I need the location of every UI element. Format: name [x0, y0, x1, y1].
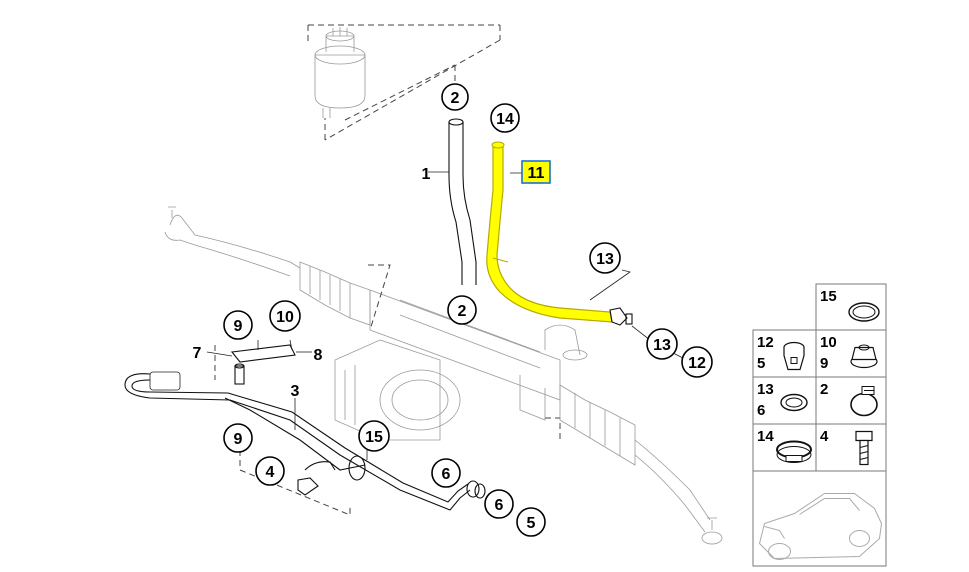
- callout-label: 1: [422, 166, 431, 183]
- callout-circle: [516, 507, 546, 537]
- callout-label: 9: [234, 431, 243, 448]
- legend-label: 13: [757, 381, 774, 398]
- callout-circle: [589, 242, 621, 274]
- callout-c12: 12: [681, 346, 713, 378]
- callout-label: 12: [688, 355, 706, 372]
- legend-label: 9: [820, 355, 828, 372]
- callout-label: 13: [596, 251, 614, 268]
- callout-circle: [223, 423, 253, 453]
- callout-circle: [484, 489, 514, 519]
- callout-c10: 10: [269, 300, 301, 332]
- legend-label: 15: [820, 288, 837, 305]
- legend-cell-l2: 2: [815, 376, 887, 425]
- callout-c1: 1: [422, 166, 431, 183]
- legend-cell-l4: 4: [815, 423, 887, 472]
- legend-label: 6: [757, 402, 765, 419]
- callout-c15: 15: [358, 420, 390, 452]
- callout-circle: [646, 328, 678, 360]
- hose-end-fitting: [589, 269, 684, 359]
- callout-c9-top: 9: [223, 310, 253, 340]
- callout-label: 13: [653, 337, 671, 354]
- callout-label: 7: [193, 345, 202, 362]
- callout-c14: 14: [490, 103, 520, 133]
- callout-label: 15: [365, 429, 383, 446]
- nut-icon: [850, 344, 878, 369]
- seal-ring-icon: [780, 393, 808, 412]
- legend-cell-frame: [752, 376, 817, 425]
- callout-c13-a: 13: [589, 242, 621, 274]
- car-silhouette-icon: [758, 493, 883, 560]
- legend-label: 5: [757, 355, 765, 372]
- legend-label: 14: [757, 428, 774, 445]
- callout-label: 8: [314, 347, 323, 364]
- steering-rack: [164, 206, 723, 545]
- legend-cell-l10-9: 109: [815, 329, 887, 378]
- callout-circle: [447, 295, 477, 325]
- fluid-reservoir: [307, 24, 501, 141]
- callout-label: 14: [496, 111, 514, 128]
- legend-cell-frame: [752, 470, 887, 567]
- hose-clamp-icon: [776, 440, 812, 463]
- callout-circle: [490, 103, 520, 133]
- callout-c6-b: 6: [484, 489, 514, 519]
- callout-label: 4: [266, 464, 275, 481]
- callout-c6-a: 6: [431, 458, 461, 488]
- callout-c3: 3: [291, 383, 300, 400]
- small-fixings: [206, 339, 312, 385]
- callout-c2-mid: 2: [447, 295, 477, 325]
- banjo-bolt-icon: [783, 341, 805, 371]
- callout-c4: 4: [255, 456, 285, 486]
- callout-highlight-box: [521, 160, 551, 184]
- callout-c5: 5: [516, 507, 546, 537]
- legend-cell-l12-5: 125: [752, 329, 817, 378]
- legend-cell-l15: 15: [815, 283, 887, 331]
- legend-label: 2: [820, 381, 828, 398]
- callout-label: 2: [451, 90, 460, 107]
- callout-circle: [681, 346, 713, 378]
- callout-circle: [223, 310, 253, 340]
- bolt-icon: [855, 430, 873, 466]
- worm-clamp-icon: [850, 386, 878, 417]
- pressure-hose: [124, 345, 486, 516]
- callout-label: 10: [276, 309, 294, 326]
- callout-label: 2: [458, 303, 467, 320]
- callout-c9-bot: 9: [223, 423, 253, 453]
- callout-circle: [358, 420, 390, 452]
- legend-label: 4: [820, 428, 829, 445]
- callout-c7: 7: [193, 345, 202, 362]
- callout-c8: 8: [314, 347, 323, 364]
- callout-circle: [269, 300, 301, 332]
- legend-cell-l13-6: 136: [752, 376, 817, 425]
- legend-label: 12: [757, 334, 774, 351]
- callout-c2-top: 2: [441, 83, 469, 111]
- callout-circle: [431, 458, 461, 488]
- callout-label: 9: [234, 318, 243, 335]
- callout-circle: [255, 456, 285, 486]
- callout-label: 6: [442, 466, 451, 483]
- callout-circle: [441, 83, 469, 111]
- callout-label: 3: [291, 383, 300, 400]
- legend-label: 10: [820, 334, 837, 351]
- legend-cell-l14: 14: [752, 423, 817, 472]
- callout-label: 5: [527, 515, 536, 532]
- callout-label: 11: [528, 165, 545, 182]
- legend-cell-lcar: [752, 470, 887, 567]
- return-hose: [428, 118, 477, 285]
- callout-c11: 11: [521, 160, 551, 184]
- callout-label: 6: [495, 497, 504, 514]
- legend-cell-frame: [815, 423, 887, 472]
- o-ring-icon: [848, 302, 880, 322]
- callout-c13-b: 13: [646, 328, 678, 360]
- highlighted-suction-hose: [486, 141, 613, 323]
